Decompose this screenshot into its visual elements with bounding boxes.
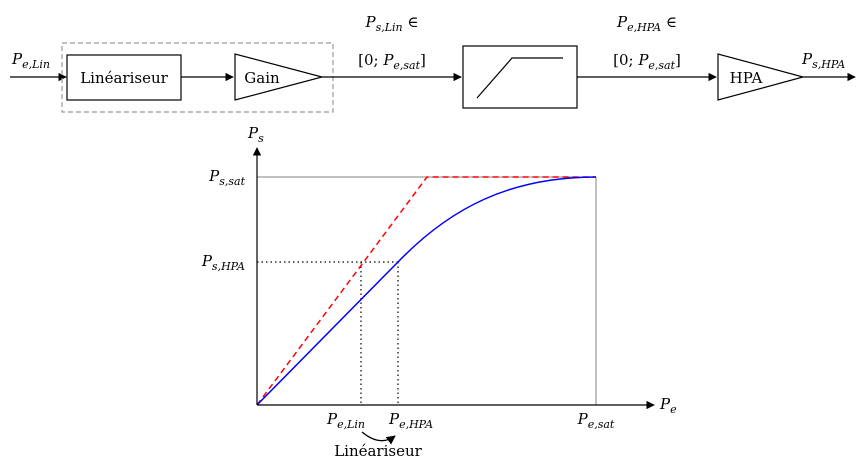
x-axis-label: Pe (659, 395, 677, 416)
y-tick-saturation-output: Ps,sat (208, 167, 245, 188)
transfer-characteristic-plot: Ps Pe Ps,sat Ps,HPA Pe,Lin Pe,HPA Pe,sat… (201, 124, 677, 460)
limiter-block (462, 45, 578, 109)
ideal-linearized-curve (256, 176, 596, 406)
y-tick-hpa-output: Ps,HPA (201, 252, 245, 273)
gain-label: Gain (244, 69, 280, 87)
x-tick-saturation-input: Pe,sat (577, 410, 615, 431)
hpa-input-signal-label: Pe,HPA ∈ (616, 13, 677, 34)
linearizer-bottom-label: Linéariseur (334, 442, 422, 460)
linearizer-label: Linéariseur (80, 69, 168, 87)
hpa-transfer-curve (256, 176, 597, 406)
hpa-input-range-label: [0; Pe,sat] (613, 51, 681, 72)
hpa-amplifier-triangle (717, 53, 806, 101)
y-axis-label: Ps (247, 124, 264, 145)
block-diagram: Pe,Lin Linéariseur Gain Ps,Lin ∈ [0; Pe,… (10, 13, 856, 113)
limiter-input-range-label: [0; Pe,sat] (358, 51, 426, 72)
limiter-input-signal-label: Ps,Lin ∈ (364, 13, 418, 34)
x-tick-hpa-input: Pe,HPA (388, 410, 433, 431)
x-tick-lin-input: Pe,Lin (326, 410, 365, 431)
input-signal-label: Pe,Lin (11, 50, 50, 71)
linearizer-mapping-curved-arrow (361, 431, 396, 445)
hpa-label: HPA (730, 69, 763, 87)
limiter-characteristic-icon (476, 57, 563, 99)
output-signal-label: Ps,HPA (801, 50, 845, 71)
gain-amplifier-triangle (234, 53, 325, 101)
